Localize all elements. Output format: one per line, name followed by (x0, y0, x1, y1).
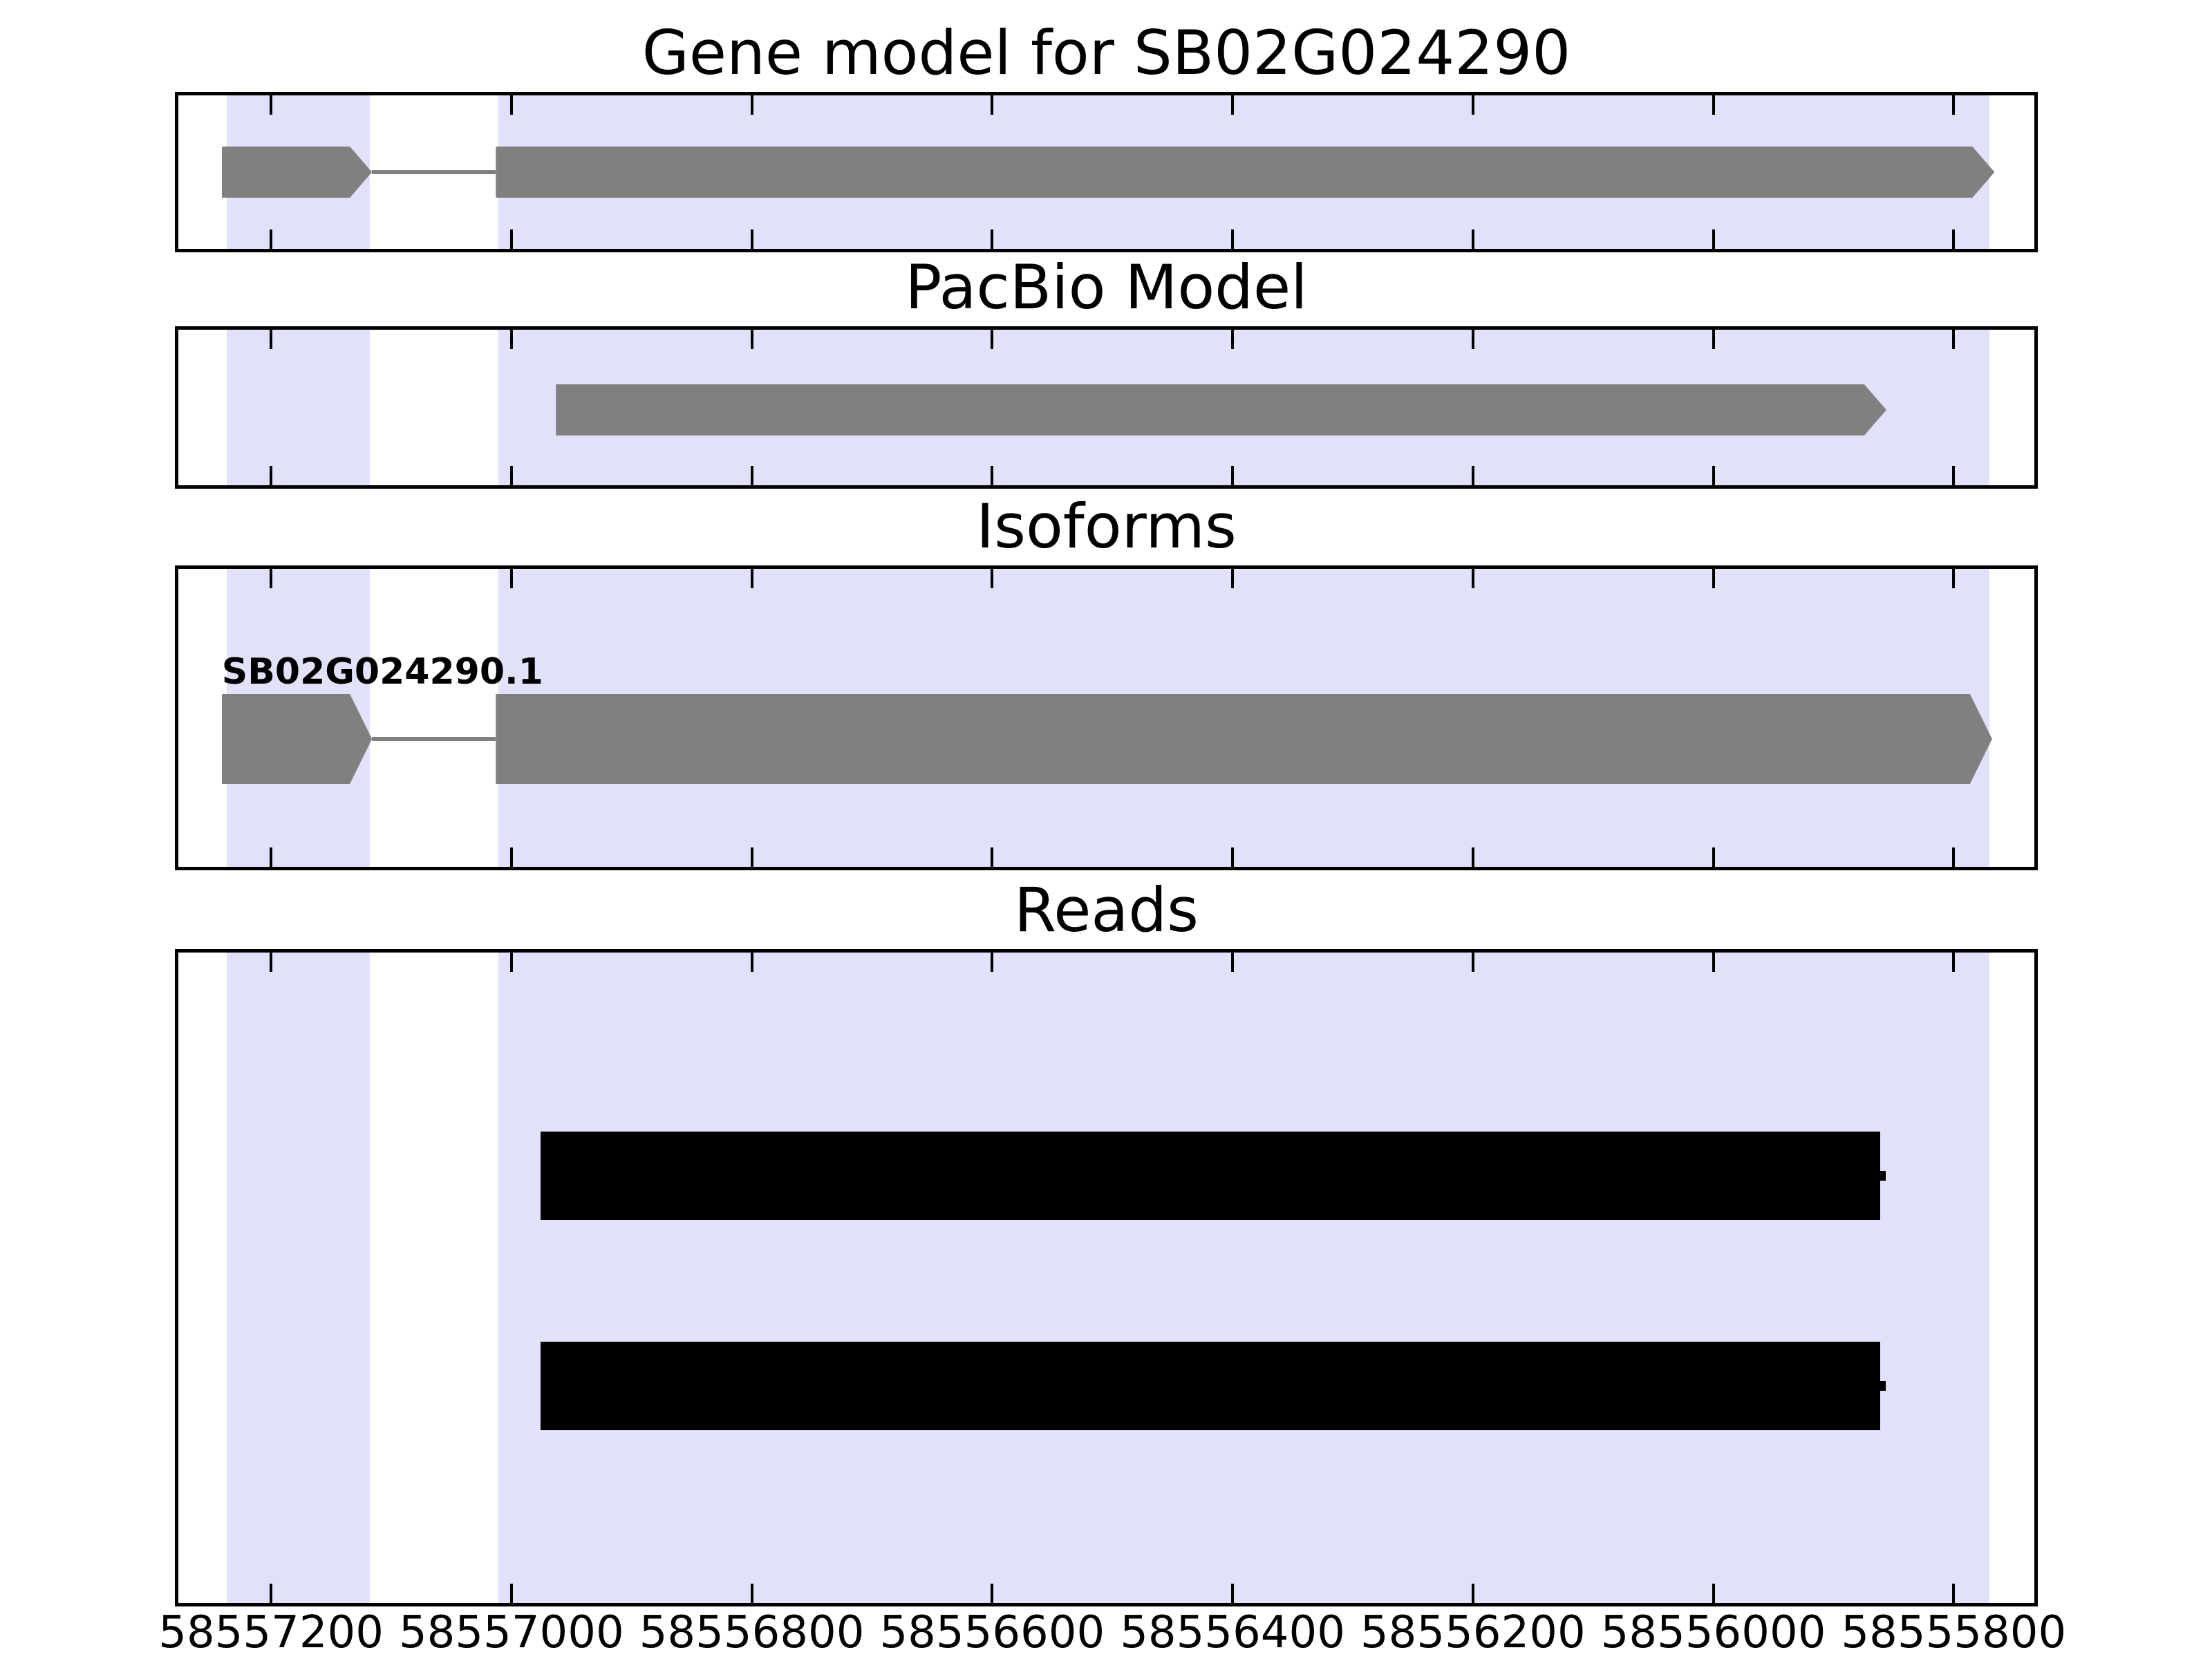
axis-tick (1712, 330, 1715, 349)
axis-tick (991, 466, 994, 485)
panel-pacbio-model (175, 326, 2038, 489)
axis-tick (1471, 466, 1474, 485)
panel-title-pacbio-model: PacBio Model (905, 252, 1308, 323)
axis-tick (1471, 569, 1474, 588)
axis-tick (1231, 229, 1235, 249)
axis-tick (509, 1584, 513, 1603)
exon-arrow (221, 147, 373, 198)
axis-tick (1471, 330, 1474, 349)
panel-isoforms: SB02G024290.1 (175, 565, 2038, 870)
panel-gene-model (175, 92, 2038, 252)
read-end-mark (1880, 1381, 1886, 1391)
axis-tick (1712, 229, 1715, 249)
axis-tick (1471, 847, 1474, 867)
axis-tick (991, 229, 994, 249)
axis-tick (750, 330, 753, 349)
axis-tick (750, 569, 753, 588)
axis-tick (270, 229, 273, 249)
x-tick-label: 58556400 (1120, 1607, 1345, 1658)
axis-tick (1231, 847, 1235, 867)
axis-tick (1712, 569, 1715, 588)
axis-tick (1952, 1584, 1956, 1603)
x-tick-label: 58556800 (639, 1607, 865, 1658)
axis-tick (1952, 95, 1956, 115)
axis-tick (1231, 1584, 1235, 1603)
axis-tick (1712, 95, 1715, 115)
axis-tick (1952, 569, 1956, 588)
axis-tick (1952, 847, 1956, 867)
axis-tick (1231, 569, 1235, 588)
axis-tick (1712, 847, 1715, 867)
axis-tick (1231, 95, 1235, 115)
x-tick-label: 58556200 (1360, 1607, 1586, 1658)
x-tick-label: 58556600 (879, 1607, 1105, 1658)
axis-tick (270, 953, 273, 972)
axis-tick (270, 569, 273, 588)
axis-tick (991, 569, 994, 588)
panel-reads (175, 949, 2038, 1606)
axis-tick (991, 1584, 994, 1603)
x-tick-label: 58556000 (1600, 1607, 1826, 1658)
exon-highlight-band (226, 953, 370, 1603)
axis-tick (750, 95, 753, 115)
axis-tick (270, 1584, 273, 1603)
axis-tick (270, 466, 273, 485)
axis-tick (991, 95, 994, 115)
axis-tick (1231, 330, 1235, 349)
axis-tick (1712, 1584, 1715, 1603)
figure-title: Gene model for SB02G024290 (641, 17, 1571, 88)
exon-highlight-band (498, 953, 1990, 1603)
read-end-mark (1880, 1171, 1886, 1181)
axis-tick (750, 229, 753, 249)
axis-tick (1712, 953, 1715, 972)
axis-tick (750, 953, 753, 972)
axis-tick (270, 95, 273, 115)
axis-tick (270, 847, 273, 867)
axis-tick (1231, 953, 1235, 972)
axis-tick (509, 95, 513, 115)
read-bar (540, 1132, 1881, 1220)
exon-arrow (496, 147, 1995, 198)
read-bar (540, 1342, 1881, 1430)
axis-tick (509, 847, 513, 867)
axis-tick (1952, 466, 1956, 485)
axis-tick (1952, 229, 1956, 249)
exon-arrow (556, 384, 1886, 435)
axis-tick (1712, 466, 1715, 485)
axis-tick (1471, 229, 1474, 249)
axis-tick (750, 847, 753, 867)
axis-tick (750, 1584, 753, 1603)
axis-tick (991, 847, 994, 867)
x-tick-label: 58557000 (398, 1607, 624, 1658)
panel-title-reads: Reads (1014, 874, 1199, 946)
axis-tick (1471, 953, 1474, 972)
axis-tick (750, 466, 753, 485)
x-tick-label: 58557200 (158, 1607, 384, 1658)
intron-line (372, 170, 496, 174)
axis-tick (509, 229, 513, 249)
isoform-label: SB02G024290.1 (221, 651, 543, 693)
panel-title-isoforms: Isoforms (976, 491, 1237, 562)
axis-tick (1231, 466, 1235, 485)
exon-arrow (221, 694, 373, 784)
axis-tick (991, 953, 994, 972)
axis-tick (270, 330, 273, 349)
axis-tick (1952, 330, 1956, 349)
axis-tick (509, 569, 513, 588)
axis-tick (509, 466, 513, 485)
x-tick-label: 58555800 (1841, 1607, 2067, 1658)
intron-line (372, 737, 496, 741)
axis-tick (509, 330, 513, 349)
exon-arrow (496, 694, 1992, 784)
axis-tick (991, 330, 994, 349)
exon-highlight-band (226, 330, 370, 485)
axis-tick (1952, 953, 1956, 972)
axis-tick (1471, 95, 1474, 115)
axis-tick (1471, 1584, 1474, 1603)
axis-tick (509, 953, 513, 972)
